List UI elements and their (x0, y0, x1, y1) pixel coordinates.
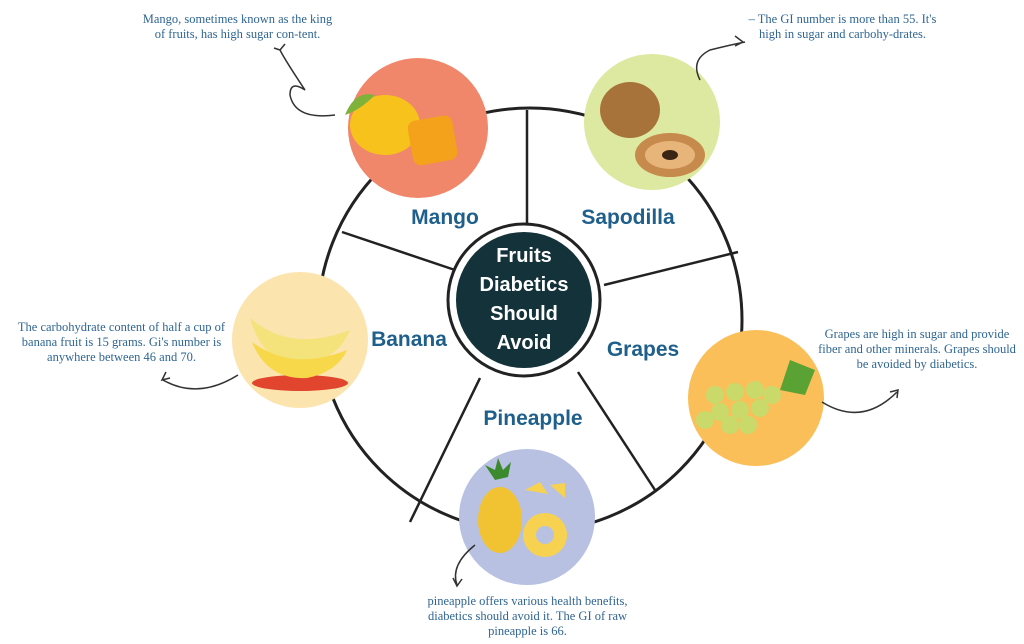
center-title: Fruits Diabetics Should Avoid (454, 230, 594, 370)
pineapple-illustration (459, 449, 595, 585)
note-banana: The carbohydrate content of half a cup o… (17, 320, 226, 364)
label-grapes: Grapes (606, 338, 680, 361)
title-line: Should (490, 303, 558, 325)
label-banana: Banana (371, 328, 447, 351)
mango-illustration (345, 58, 488, 198)
label-pineapple: Pineapple (483, 407, 583, 430)
label-sapodilla: Sapodilla (581, 206, 675, 229)
grapes-illustration (688, 330, 824, 466)
note-pineapple: pineapple offers various health benefits… (427, 594, 628, 638)
pointer-arrows (160, 35, 899, 588)
label-mango: Mango (411, 206, 479, 229)
section-dividers (341, 110, 739, 523)
title-line: Avoid (496, 332, 552, 354)
banana-illustration (232, 272, 368, 408)
title-line: Diabetics (479, 274, 569, 296)
sapodilla-illustration (584, 54, 720, 190)
note-grapes: Grapes are high in sugar and provide fib… (818, 327, 1016, 371)
note-mango: Mango, sometimes known as the king of fr… (142, 12, 333, 41)
title-line: Fruits (496, 245, 552, 267)
note-sapodilla: – The GI number is more than 55. It's hi… (748, 12, 937, 41)
